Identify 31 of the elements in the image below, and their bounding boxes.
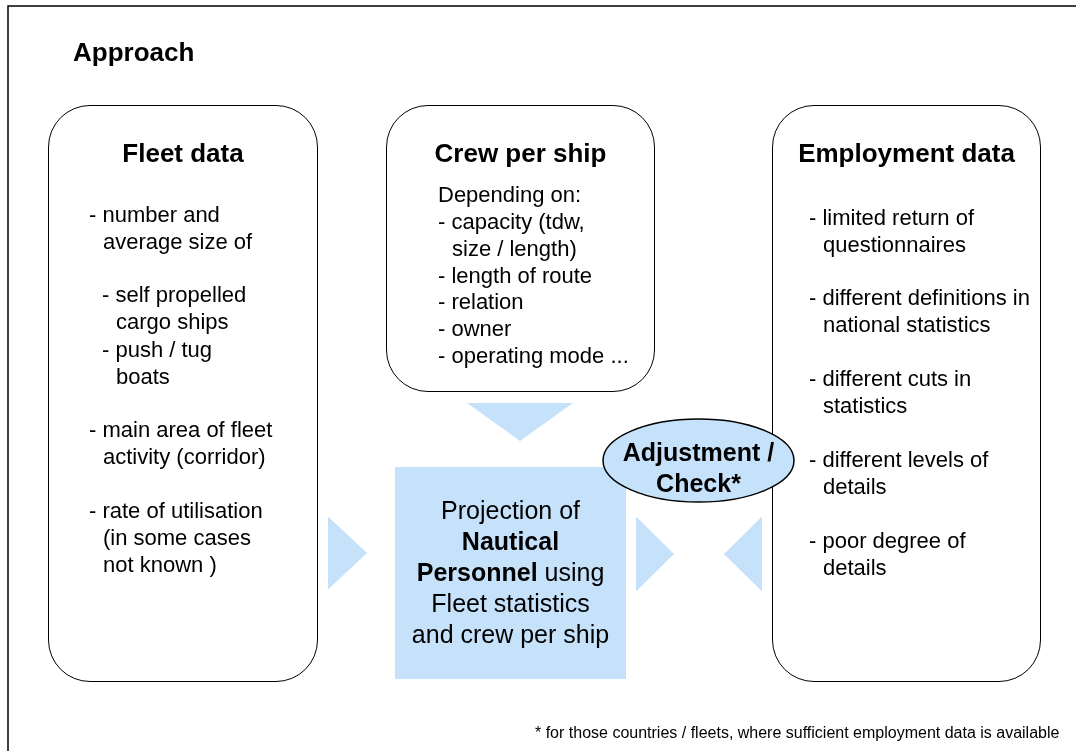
box-text: Adjustment / Check* <box>621 437 776 499</box>
process-box <box>395 467 626 679</box>
box-heading: Fleet data <box>121 140 245 166</box>
list-item: - main area of fleet activity (corridor) <box>89 416 274 470</box>
list-item: Depending on: <box>438 181 583 208</box>
chevron-arrow <box>723 516 763 592</box>
list-item: - different levels of details <box>809 446 990 500</box>
ellipse-node <box>602 418 795 503</box>
list-item: - length of route <box>438 262 594 289</box>
list-item: - rate of utilisation (in some cases not known ) <box>89 497 264 578</box>
chevron-arrow <box>635 516 675 592</box>
list-item: - limited return of questionnaires <box>809 204 976 258</box>
list-item: - poor degree of details <box>809 527 967 581</box>
chevron-arrow <box>327 516 368 590</box>
list-item: - relation <box>438 288 525 315</box>
rounded-box <box>386 105 655 392</box>
rounded-box <box>48 105 318 682</box>
chevron-arrow <box>467 402 573 442</box>
box-heading: Employment data <box>797 140 1016 166</box>
list-item: - operating mode ... <box>438 342 630 369</box>
list-item: - push / tug boats <box>102 336 214 390</box>
box-heading: Crew per ship <box>433 140 608 166</box>
list-item: - owner <box>438 315 513 342</box>
title: Approach <box>73 37 195 68</box>
list-item: - different cuts in statistics <box>809 365 973 419</box>
list-item: - self propelled cargo ships <box>102 281 248 335</box>
list-item: - number and average size of <box>89 201 254 255</box>
list-item: - capacity (tdw, size / length) <box>438 208 586 262</box>
list-item: - different definitions in national statistics <box>809 284 1031 338</box>
footnote: * for those countries / fleets, where sufficient employment data is available <box>535 724 1060 742</box>
box-text: Projection of Nautical Personnel using Fleet statistics and crew per ship <box>410 495 611 650</box>
